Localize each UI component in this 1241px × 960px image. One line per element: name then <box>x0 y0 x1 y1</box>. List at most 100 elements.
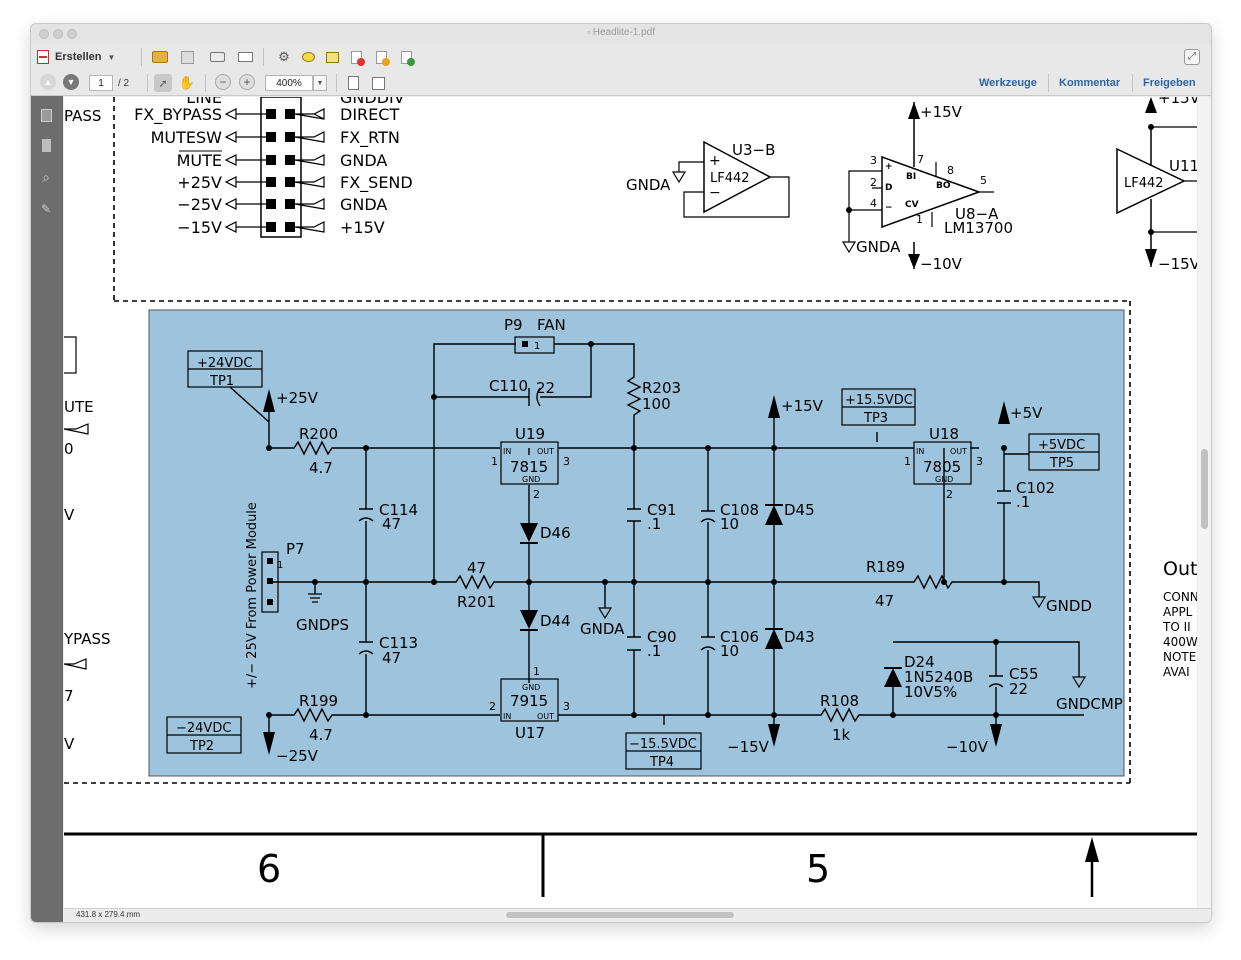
page-number-input[interactable]: 1 <box>89 75 113 91</box>
tools-panel-link[interactable]: Werkzeuge <box>979 77 1037 89</box>
r200-ref: R200 <box>299 425 338 443</box>
c113-value: 47 <box>382 649 401 667</box>
d43-label: D43 <box>784 628 815 646</box>
tp5-value: +5VDC <box>1038 438 1085 453</box>
c91-value: .1 <box>647 515 661 533</box>
toolbar-separator <box>141 48 142 66</box>
toolbar-separator <box>263 48 264 66</box>
svg-text:TO II: TO II <box>1162 620 1191 634</box>
bookmarks-icon[interactable] <box>37 136 55 154</box>
gnda-label: GNDA <box>580 620 625 638</box>
sign-document-icon[interactable] <box>347 48 365 66</box>
export-document-icon[interactable] <box>372 48 390 66</box>
connector-header-block: LINE FX_BYPASS MUTESW MUTE +25V −25V −15… <box>134 97 413 238</box>
c106-value: 10 <box>720 642 739 660</box>
fit-width-icon[interactable] <box>369 74 387 92</box>
zoom-level-input[interactable]: 400% <box>265 75 313 91</box>
horizontal-scroll-thumb[interactable] <box>506 912 734 918</box>
vertical-scrollbar[interactable] <box>1198 97 1211 908</box>
send-document-icon[interactable] <box>397 48 415 66</box>
toolbar-separator <box>1132 74 1133 92</box>
from-power-module-label: +/− 25V From Power Module <box>245 502 260 689</box>
open-folder-icon[interactable] <box>150 48 170 66</box>
svg-text:OUT: OUT <box>537 712 554 721</box>
fullscreen-icon[interactable]: ⤢ <box>1182 47 1202 67</box>
page-thumbnails-icon[interactable] <box>37 106 55 124</box>
create-button[interactable]: Erstellen ▼ <box>37 48 115 66</box>
toolbar-separator <box>336 74 337 92</box>
minimize-window-button[interactable] <box>53 29 63 39</box>
signatures-icon[interactable]: ✎ <box>40 202 52 216</box>
r201-ref: R201 <box>457 593 496 611</box>
connector-pin-label: −25V <box>177 195 222 214</box>
notes-block: Out CONN APPL TO II 400W NOTE AVAI <box>1162 558 1197 679</box>
d24-part: 1N5240B <box>904 668 973 686</box>
window-title: ▫ Headlite-1.pdf <box>31 27 1211 38</box>
gndcmp-label: GNDCMP <box>1056 695 1123 713</box>
highlight-icon[interactable] <box>323 48 341 66</box>
zoom-dropdown-chevron-icon[interactable]: ▼ <box>313 75 327 91</box>
comment-bubble-icon[interactable] <box>299 48 317 66</box>
zone-label: 6 <box>257 847 281 891</box>
attachments-paperclip-icon[interactable]: ⌕ <box>42 168 50 185</box>
r199-ref: R199 <box>299 692 338 710</box>
connector-pin-label: +15V <box>340 218 385 237</box>
toolbar-separator <box>205 74 206 92</box>
next-page-icon[interactable]: ▼ <box>63 74 79 90</box>
c102-ref: C102 <box>1016 479 1055 497</box>
zone-label: 5 <box>806 847 830 891</box>
svg-text:APPL: APPL <box>1163 605 1193 619</box>
svg-text:AVAI: AVAI <box>1163 665 1190 679</box>
share-panel-link[interactable]: Freigeben <box>1143 77 1196 89</box>
c110-value: 22 <box>536 379 555 397</box>
svg-text:4: 4 <box>870 197 877 210</box>
left-sidebar: ⌕ ✎ <box>31 96 63 922</box>
navigation-toolbar: ▲ ▼ 1 / 2 ➚ ✋ − + 400% ▼ Werkzeuge Komme… <box>31 70 1211 96</box>
create-pdf-icon <box>37 50 49 64</box>
svg-text:400W: 400W <box>1163 635 1197 649</box>
rail-m15: −15V <box>727 738 770 756</box>
svg-text:V: V <box>64 735 75 753</box>
previous-page-icon[interactable]: ▲ <box>40 74 56 90</box>
svg-text:7: 7 <box>64 687 74 705</box>
svg-text:GND: GND <box>935 475 953 484</box>
d24-spec: 10V5% <box>904 683 957 701</box>
vertical-scroll-thumb[interactable] <box>1201 449 1208 529</box>
svg-text:5: 5 <box>980 174 987 187</box>
p9-pin: 1 <box>534 341 540 352</box>
save-icon[interactable] <box>177 48 197 66</box>
comment-panel-link[interactable]: Kommentar <box>1059 77 1121 89</box>
svg-text:OUT: OUT <box>537 447 554 456</box>
zoom-out-icon[interactable]: − <box>215 74 231 90</box>
svg-text:3: 3 <box>976 455 983 468</box>
print-icon[interactable] <box>207 48 227 66</box>
u11-vneg: −15V <box>1158 255 1197 273</box>
u11-vpos: +15V <box>1158 97 1197 107</box>
pdf-page-view[interactable]: LINE FX_BYPASS MUTESW MUTE +25V −25V −15… <box>64 97 1197 908</box>
zoom-in-icon[interactable]: + <box>239 74 255 90</box>
email-icon[interactable] <box>235 48 255 66</box>
c55-value: 22 <box>1009 680 1028 698</box>
close-window-button[interactable] <box>39 29 49 39</box>
settings-gear-icon[interactable]: ⚙ <box>278 49 290 64</box>
svg-text:UTE: UTE <box>64 398 94 416</box>
c102-value: .1 <box>1016 493 1030 511</box>
svg-text:NOTE: NOTE <box>1163 650 1196 664</box>
svg-text:8: 8 <box>947 164 954 177</box>
svg-text:1: 1 <box>533 665 540 678</box>
p7-pin: 1 <box>277 560 283 571</box>
page-total: / 2 <box>118 77 130 89</box>
ota-u8a: +15V −10V GNDA U8−A LM13700 3 2 4 7 8 5 … <box>841 102 1013 273</box>
select-tool-icon[interactable]: ➚ <box>154 74 172 92</box>
r200-value: 4.7 <box>309 459 333 477</box>
zoom-window-button[interactable] <box>67 29 77 39</box>
svg-text:3: 3 <box>563 700 570 713</box>
hand-tool-icon[interactable]: ✋ <box>178 75 196 90</box>
fit-page-icon[interactable] <box>344 74 362 92</box>
window-title-text: Headlite-1.pdf <box>592 27 655 38</box>
u19-part: 7815 <box>510 458 548 476</box>
svg-text:IN: IN <box>503 712 511 721</box>
svg-text:7: 7 <box>917 153 924 166</box>
svg-text:BI: BI <box>906 172 916 182</box>
u8a-gnd: GNDA <box>856 238 901 256</box>
